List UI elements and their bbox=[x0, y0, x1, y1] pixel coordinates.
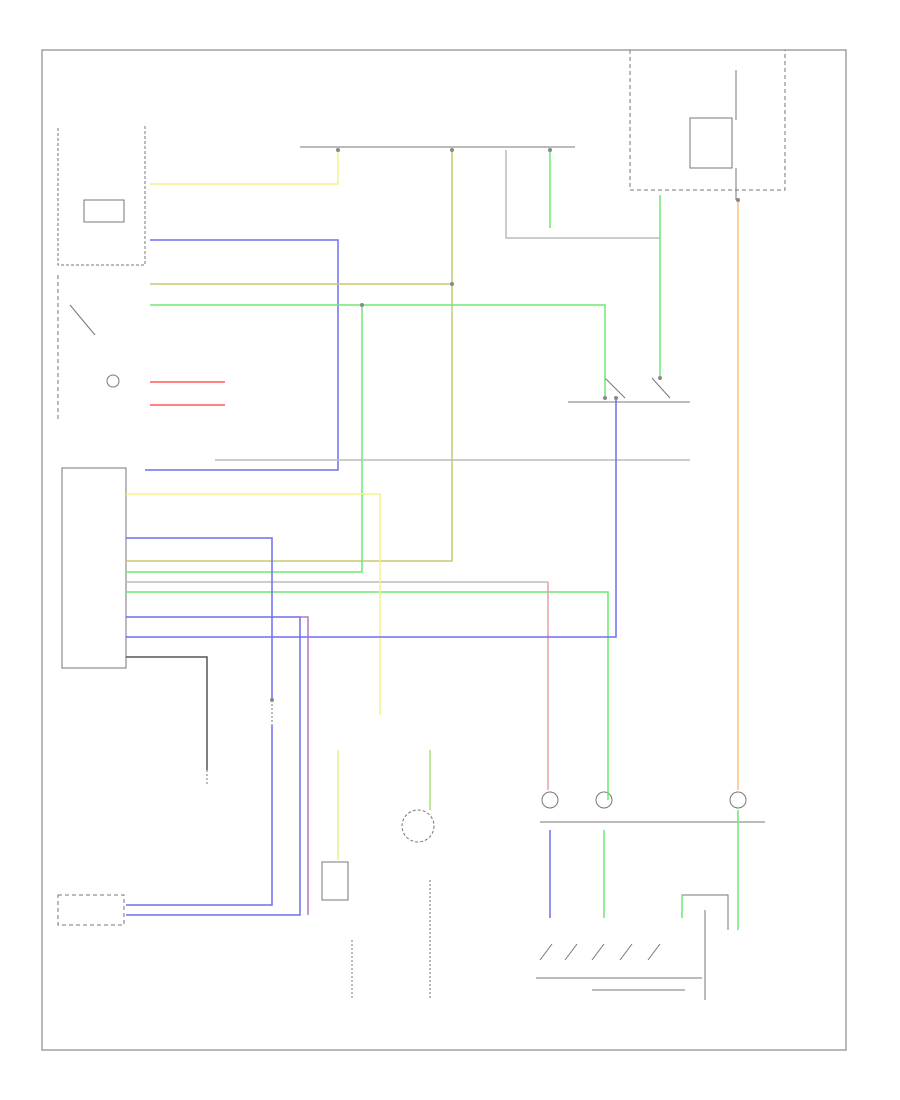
cable-reel-connector-2 bbox=[595, 791, 613, 809]
wire-blue-pedal bbox=[126, 398, 617, 638]
cruise-main-indicator bbox=[83, 199, 125, 223]
wire-green-switch bbox=[126, 591, 609, 800]
wire-blue-bcm-2 bbox=[126, 725, 273, 906]
wire-yellow-set bbox=[126, 493, 381, 715]
clutch-switch-contact bbox=[651, 377, 671, 399]
wire-blue-bcm-1 bbox=[126, 616, 301, 916]
cruise-control-unit bbox=[61, 467, 127, 669]
wire-purple bbox=[300, 616, 309, 915]
under-dash-fuse-box bbox=[629, 50, 786, 191]
wire-green-fuse bbox=[549, 150, 661, 378]
wire-blue-brake bbox=[126, 537, 273, 700]
wire-black-ground bbox=[126, 656, 208, 770]
components bbox=[57, 50, 786, 1000]
brake-pedal-switch-contact bbox=[604, 377, 626, 399]
brake-control-module bbox=[57, 894, 125, 926]
diagram-frame bbox=[41, 49, 847, 1051]
cable-reel-connector-3 bbox=[729, 791, 747, 809]
wire-olive-main bbox=[150, 150, 453, 285]
horn-relay bbox=[689, 117, 733, 169]
wire-yellow-gauge bbox=[150, 150, 339, 185]
junction-dots bbox=[270, 148, 740, 702]
wire-gray-brake bbox=[505, 150, 660, 239]
wire-green-main bbox=[150, 304, 606, 398]
cable-reel-connector-1 bbox=[541, 791, 559, 809]
gauge-assembly bbox=[57, 125, 146, 266]
cruise-control-actuator bbox=[321, 861, 349, 901]
cruise-indicator-lamp bbox=[106, 374, 120, 388]
wire-olive-unit bbox=[126, 284, 453, 562]
vehicle-speed-sensor bbox=[401, 809, 435, 843]
wires bbox=[126, 150, 739, 930]
wire-green-set bbox=[126, 305, 363, 573]
wire-blue-indicator bbox=[145, 239, 339, 471]
cruise-setting-switch bbox=[539, 943, 661, 961]
main-switch-contact bbox=[69, 304, 96, 336]
